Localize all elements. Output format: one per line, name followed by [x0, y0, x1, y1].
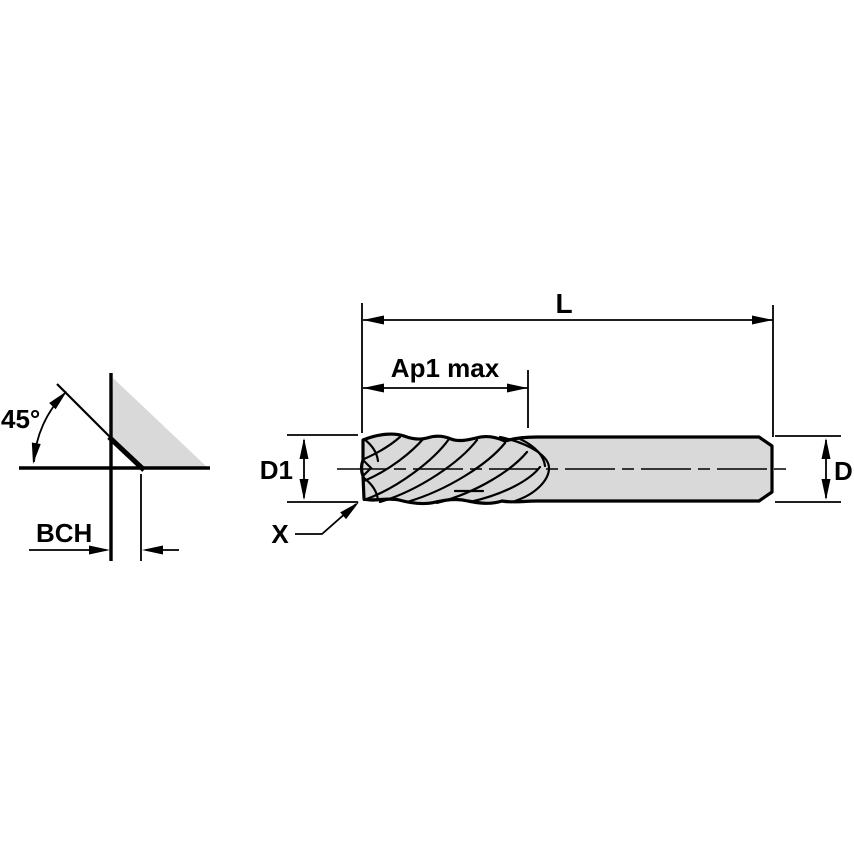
- flute-line: [362, 437, 451, 502]
- end-tooth-arc-bottom: [362, 476, 380, 502]
- dimension-shank-diameter: D: [775, 435, 853, 503]
- flute-line: [468, 465, 542, 504]
- cutting-diameter-label: D1: [260, 455, 293, 485]
- overall-length-label: L: [555, 288, 572, 319]
- d-arrow-up: [821, 438, 831, 459]
- bch-arrow-right: [142, 545, 163, 555]
- x-leader-arrow: [340, 502, 359, 520]
- shank-diameter-label: D: [834, 456, 853, 486]
- d-arrow-down: [821, 479, 831, 500]
- end-mill-side-view: [337, 432, 789, 506]
- dimension-cutting-diameter: D1: [260, 434, 358, 503]
- l-arrow-left: [363, 315, 384, 325]
- chamfer-detail-view: 45° BCH: [1, 373, 210, 561]
- flute-runout-outer: [498, 435, 551, 503]
- d1-arrow-down: [299, 479, 309, 500]
- flute-line: [435, 450, 529, 505]
- chamfer-angle-label: 45°: [1, 404, 40, 434]
- ap1-arrow-left: [363, 383, 384, 393]
- flute-runout-inner: [518, 437, 547, 468]
- chamfer-edge-line: [107, 435, 146, 472]
- d1-arrow-up: [299, 438, 309, 459]
- ap1-arrow-right: [507, 383, 528, 393]
- max-cutting-depth-label: Ap1 max: [391, 353, 500, 383]
- center-point: [361, 458, 373, 478]
- corner-callout-label: X: [271, 519, 289, 549]
- dimension-cutting-depth: Ap1 max: [363, 353, 529, 428]
- flute-line: [362, 435, 402, 461]
- chamfer-reference-line: [56, 383, 112, 439]
- bch-arrow-left: [89, 545, 110, 555]
- flute-line: [362, 436, 426, 483]
- flute-line: [405, 441, 507, 504]
- dimension-overall-length: L: [361, 288, 774, 437]
- angle-arc-arrow-bottom: [31, 442, 41, 464]
- end-tooth-arc-top: [362, 437, 380, 463]
- callout-corner-chamfer: X: [271, 502, 359, 549]
- chamfer-width-label: BCH: [36, 518, 92, 548]
- flute-line: [378, 438, 479, 504]
- angle-arc-arrow-top: [49, 391, 67, 410]
- x-leader-line: [295, 503, 357, 535]
- l-arrow-right: [752, 315, 773, 325]
- chamfer-section-fill: [111, 378, 208, 468]
